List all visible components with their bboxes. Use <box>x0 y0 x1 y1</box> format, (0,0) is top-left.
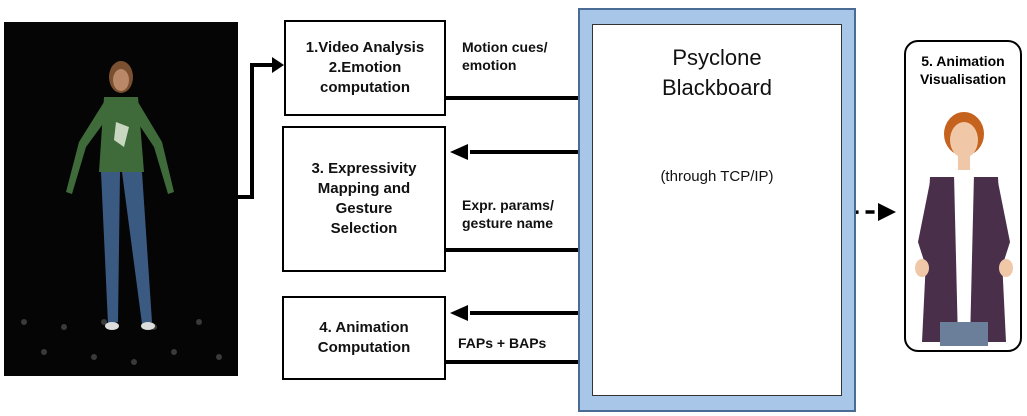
to-animation-arrowhead <box>450 305 468 321</box>
video-analysis-box: 1.Video Analysis 2.Emotion computation <box>284 20 446 116</box>
faps-baps-label: FAPs + BAPs <box>458 335 547 351</box>
video-to-analysis-arrowhead <box>272 57 284 73</box>
psyclone-blackboard: Psyclone Blackboard (through TCP/IP) <box>578 8 856 412</box>
to-expressivity-arrowhead <box>450 144 468 160</box>
avatar-figure <box>915 112 1013 346</box>
animation-computation-box: 4. Animation Computation <box>282 296 446 380</box>
animation-visualisation-title: 5. Animation Visualisation <box>919 53 1007 87</box>
blackboard-inner-panel: Psyclone Blackboard (through TCP/IP) <box>592 24 842 396</box>
to-visualisation-arrowhead <box>878 203 896 221</box>
motion-cues-label: Motion cues/ emotion <box>462 39 548 73</box>
animation-visualisation-box: 5. Animation Visualisation <box>904 40 1022 352</box>
dancer-figure <box>21 61 222 365</box>
blackboard-subtitle: (through TCP/IP) <box>660 168 774 185</box>
expr-params-label: Expr. params/ gesture name <box>462 197 554 231</box>
blackboard-title: Psyclone Blackboard <box>661 45 773 100</box>
expressivity-mapping-box: 3. Expressivity Mapping and Gesture Sele… <box>282 126 446 272</box>
video-capture-image <box>4 22 238 376</box>
video-to-analysis-connector <box>238 63 272 199</box>
